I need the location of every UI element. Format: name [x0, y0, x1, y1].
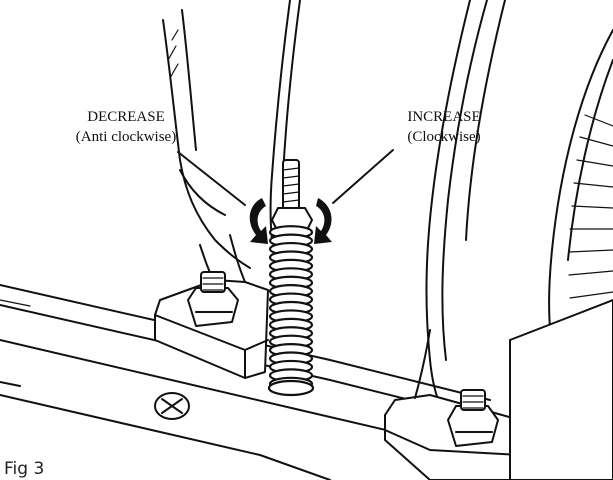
- rear-plate: [509, 299, 613, 480]
- right-hex-nut: [447, 389, 499, 447]
- decrease-leader-line: [177, 151, 246, 206]
- increase-sublabel: (Clockwise): [407, 129, 480, 145]
- figure-caption: Fig 3: [4, 459, 44, 479]
- curved-arrow-clockwise-icon: [314, 198, 332, 244]
- compression-spring: [267, 225, 315, 397]
- decrease-label: DECREASE: [87, 109, 165, 125]
- increase-label: INCREASE: [407, 109, 480, 125]
- increase-leader-line: [332, 149, 394, 204]
- right-mounting-foot: [384, 329, 521, 480]
- curved-arrow-anticlockwise-icon: [249, 198, 268, 244]
- left-hex-nut: [187, 271, 239, 327]
- decrease-sublabel: (Anti clockwise): [76, 129, 176, 145]
- spring-base-coil: [267, 379, 315, 397]
- left-drum-housing: [162, 0, 301, 269]
- left-mounting-foot: [154, 234, 269, 379]
- cooling-fins: [568, 114, 613, 321]
- phillips-screw-icon: [154, 392, 190, 420]
